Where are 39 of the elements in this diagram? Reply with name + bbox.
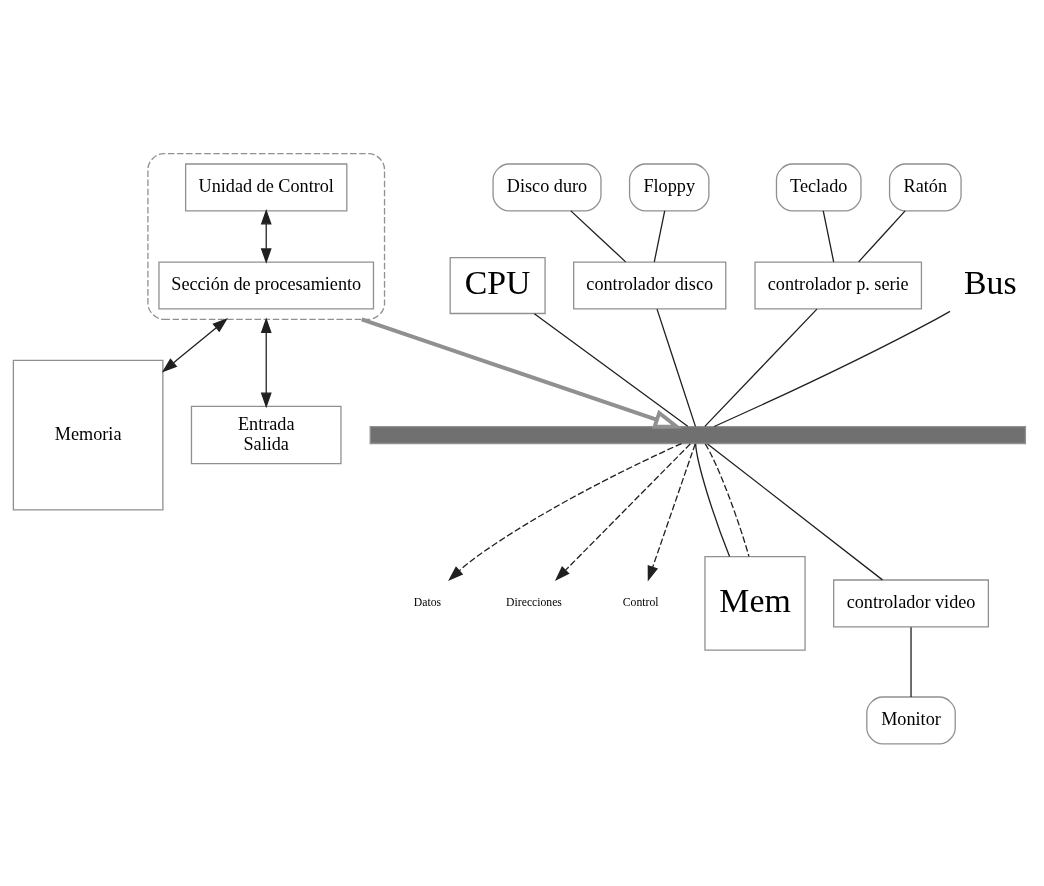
node-box: controlador disco [573,261,727,310]
node-box: Sección de procesamiento [158,261,375,310]
connector [706,442,884,581]
node-text: Control [622,595,659,609]
connector [713,310,951,427]
node-box: Memoria [12,359,164,510]
node-box: Disco duro [492,162,602,211]
node-bar [369,425,1027,444]
node-box: Monitor [866,695,956,744]
connector [570,209,627,263]
node-box: Teclado [775,162,862,211]
arrow [260,316,272,408]
node-text: Datos [413,595,442,609]
node-box: Mem [704,555,806,651]
node-box: Unidad de Control [184,162,348,211]
arrow [647,442,696,581]
arrow [554,442,691,581]
node-box: Ratón [888,162,962,211]
connector [910,626,912,698]
connector [857,209,906,263]
connector [704,442,750,557]
connector [704,308,818,427]
arrow [260,208,272,264]
connector [656,308,697,427]
node-box: controlador video [833,578,990,627]
node-text: Direcciones [506,595,562,609]
node-text: Bus [964,263,1017,301]
arrow [448,442,683,581]
node-box: Entrada Salida [190,405,342,464]
cluster [147,152,386,320]
connector [653,209,666,263]
arrow [361,317,683,429]
arrow [161,317,228,372]
connector [694,442,731,557]
node-box: controlador p. serie [754,261,923,310]
connector [822,209,835,263]
node-box: Floppy [628,162,710,211]
connector [533,312,689,427]
node-box: CPU [449,256,546,314]
